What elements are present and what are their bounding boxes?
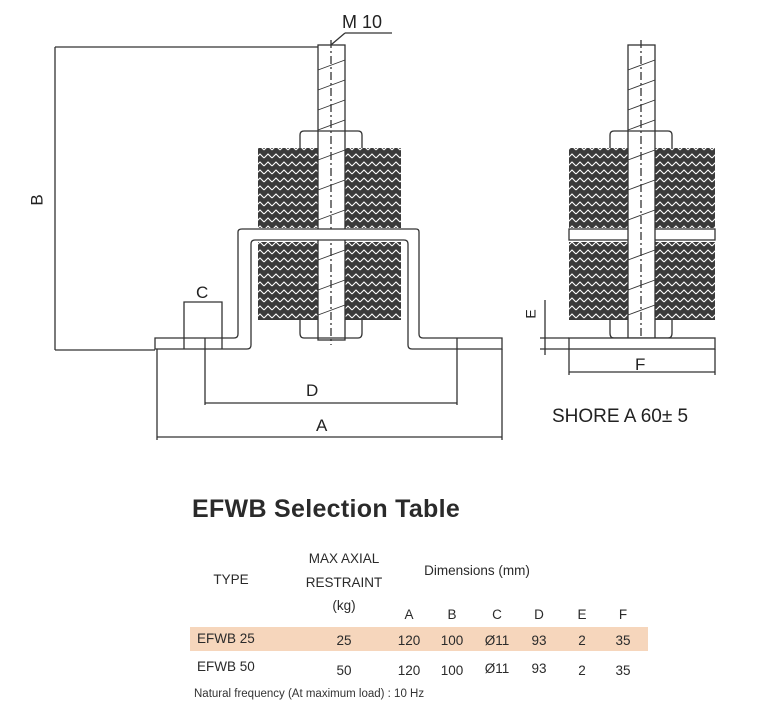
header-dim-b: B — [447, 607, 457, 622]
table-title: EFWB Selection Table — [192, 495, 461, 523]
row-dim-c: Ø11 — [484, 661, 510, 676]
header-dim-e: E — [577, 607, 587, 622]
row-restraint: 50 — [336, 663, 352, 678]
header-dim-d: D — [534, 607, 544, 622]
header-dim-a: A — [404, 607, 414, 622]
row-dim-f: 35 — [615, 663, 631, 678]
bolt-label: M 10 — [342, 12, 383, 32]
row-restraint: 25 — [336, 633, 352, 648]
row-dim-b: 100 — [440, 633, 464, 648]
dim-label-d: D — [306, 381, 319, 400]
front-view — [54, 32, 503, 440]
dim-label-c: C — [196, 283, 209, 302]
row-dim-b: 100 — [440, 663, 464, 678]
row-dim-d: 93 — [531, 661, 547, 676]
natural-frequency-note: Natural frequency (At maximum load) : 10… — [194, 688, 425, 700]
header-dim-c: C — [492, 607, 502, 622]
header-type: TYPE — [213, 572, 249, 587]
row-dim-a: 120 — [397, 633, 421, 648]
row-dim-f: 35 — [615, 633, 631, 648]
shore-hardness-label: SHORE A 60± 5 — [552, 406, 689, 427]
header-restraint-3: (kg) — [332, 598, 356, 613]
row-type: EFWB 25 — [197, 631, 255, 646]
dim-label-b: B — [27, 194, 47, 206]
dim-label-e: E — [522, 309, 539, 319]
dim-label-a: A — [316, 416, 328, 435]
header-restraint-1: MAX AXIAL — [308, 551, 380, 566]
row-dim-c: Ø11 — [484, 633, 510, 648]
row-type: EFWB 50 — [197, 659, 255, 674]
technical-drawing — [54, 32, 716, 440]
row-dim-e: 2 — [578, 663, 586, 678]
row-dim-a: 120 — [397, 663, 421, 678]
dim-label-f: F — [635, 355, 646, 374]
header-restraint-2: RESTRAINT — [305, 575, 383, 590]
header-dim-f: F — [618, 607, 628, 622]
side-view — [540, 40, 716, 375]
header-dimensions: Dimensions (mm) — [424, 563, 530, 578]
row-dim-d: 93 — [531, 633, 547, 648]
highlighted-row-background — [190, 627, 648, 651]
row-dim-e: 2 — [578, 633, 586, 648]
